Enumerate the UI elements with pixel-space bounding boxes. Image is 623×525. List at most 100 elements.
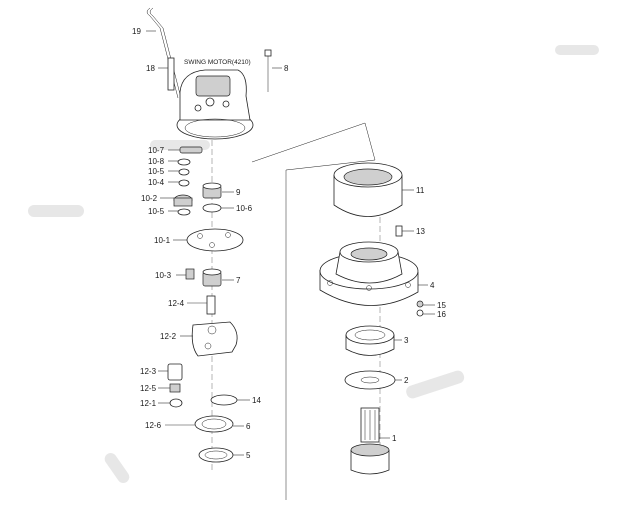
callout-12-1: 12-1 [140, 399, 157, 408]
callout-10-8: 10-8 [148, 157, 165, 166]
part-dipstick [146, 7, 182, 99]
callout-18: 18 [146, 64, 155, 73]
callout-13: 13 [416, 227, 425, 236]
part-swing-motor [176, 69, 254, 140]
dipstick-shape [149, 7, 182, 99]
callout-10-5: 10-5 [148, 167, 165, 176]
housing-bolt-hole [327, 280, 333, 286]
housing-bolt-hole [366, 285, 372, 291]
watermark-blur [555, 45, 599, 55]
leader-lines [146, 30, 435, 456]
part-ring [177, 208, 191, 216]
pinion-top [350, 443, 390, 457]
part-plug [395, 225, 403, 237]
callout-10-1: 10-1 [154, 236, 171, 245]
assembly-link-line [251, 122, 376, 163]
part-pin [185, 268, 195, 280]
seal-outer [198, 447, 234, 463]
carrier-hole [209, 242, 215, 248]
part-second-carrier [191, 321, 238, 357]
callout-10-7: 10-7 [148, 146, 165, 155]
bearing-inner [354, 329, 386, 341]
callout-10-4: 10-4 [148, 178, 165, 187]
seal-inner [204, 450, 228, 460]
watermark-blurs [28, 45, 599, 484]
watermark-blur [28, 205, 84, 217]
part-carrier [186, 228, 244, 252]
carrier-hole [197, 233, 203, 239]
part-shaft [206, 295, 216, 315]
callout-7: 7 [236, 276, 241, 285]
callout-16: 16 [437, 310, 446, 319]
callout-12-5: 12-5 [140, 384, 157, 393]
part-planet-gear [173, 194, 193, 207]
part-bearing-6 [194, 415, 234, 433]
carrier-hole [207, 325, 217, 335]
part-washer-small [416, 309, 424, 317]
part-ring [177, 158, 191, 166]
callout-10-6: 10-6 [236, 204, 253, 213]
callout-12-3: 12-3 [140, 367, 157, 376]
carrier-hole [204, 342, 212, 350]
washer-outer [344, 370, 396, 390]
part-ring-gear [333, 162, 403, 217]
part-ring [178, 179, 190, 187]
watermark-blur [406, 370, 465, 399]
callout-15: 15 [437, 301, 446, 310]
part-sun-gear [202, 182, 222, 199]
part-snap-ring [179, 146, 203, 154]
callout-4: 4 [430, 281, 435, 290]
callout-2: 2 [404, 376, 409, 385]
dipstick-shape [146, 7, 179, 99]
callout-5: 5 [246, 451, 251, 460]
callout-12-4: 12-4 [168, 299, 185, 308]
carrier-plate [186, 228, 244, 252]
part-bearing-small [167, 363, 183, 381]
callout-10-2: 10-2 [141, 194, 158, 203]
bearing-outer [194, 415, 234, 433]
part-bearing-3 [345, 325, 395, 356]
part-nut [416, 300, 424, 308]
part-seal-5 [198, 447, 234, 463]
carrier-hole [225, 232, 231, 238]
gear-top [202, 182, 222, 190]
callout-19: 19 [132, 27, 141, 36]
bearing-inner [201, 418, 227, 430]
part-bushing [169, 383, 181, 393]
callout-8: 8 [284, 64, 289, 73]
callout-12-2: 12-2 [160, 332, 177, 341]
motor-flange-ring [184, 118, 246, 138]
callout-10-3: 10-3 [155, 271, 172, 280]
part-pipe [167, 57, 175, 91]
motor-port [194, 104, 202, 112]
part-bolt [264, 49, 272, 92]
ring-gear-teeth [343, 168, 393, 186]
bearing-top [345, 325, 395, 345]
callout-10-5b: 10-5 [148, 207, 165, 216]
housing-bore [350, 247, 388, 261]
housing-bolt-hole [405, 282, 411, 288]
part-thrust-washer [344, 370, 396, 390]
bolt-head [264, 49, 272, 57]
part-housing [319, 241, 419, 306]
callout-12-6: 12-6 [145, 421, 162, 430]
part-washer [202, 203, 222, 213]
diagram-title: SWING MOTOR(4210) [184, 59, 251, 66]
part-seal [210, 394, 238, 406]
washer-inner [360, 376, 380, 384]
callout-1: 1 [392, 434, 397, 443]
gear-teeth [173, 197, 193, 207]
assembly-boundary-line [285, 159, 376, 500]
callout-6: 6 [246, 422, 251, 431]
part-ring [178, 168, 190, 176]
gear-top [202, 268, 222, 276]
carrier-body [191, 321, 238, 357]
callout-9: 9 [236, 188, 241, 197]
callout-3: 3 [404, 336, 409, 345]
motor-port [222, 100, 230, 108]
watermark-blur [104, 452, 130, 484]
callout-labels: 19 18 8 10-7 10-8 10-5 10-4 10-2 9 10-5 … [132, 27, 446, 460]
motor-valve-block [195, 75, 231, 97]
